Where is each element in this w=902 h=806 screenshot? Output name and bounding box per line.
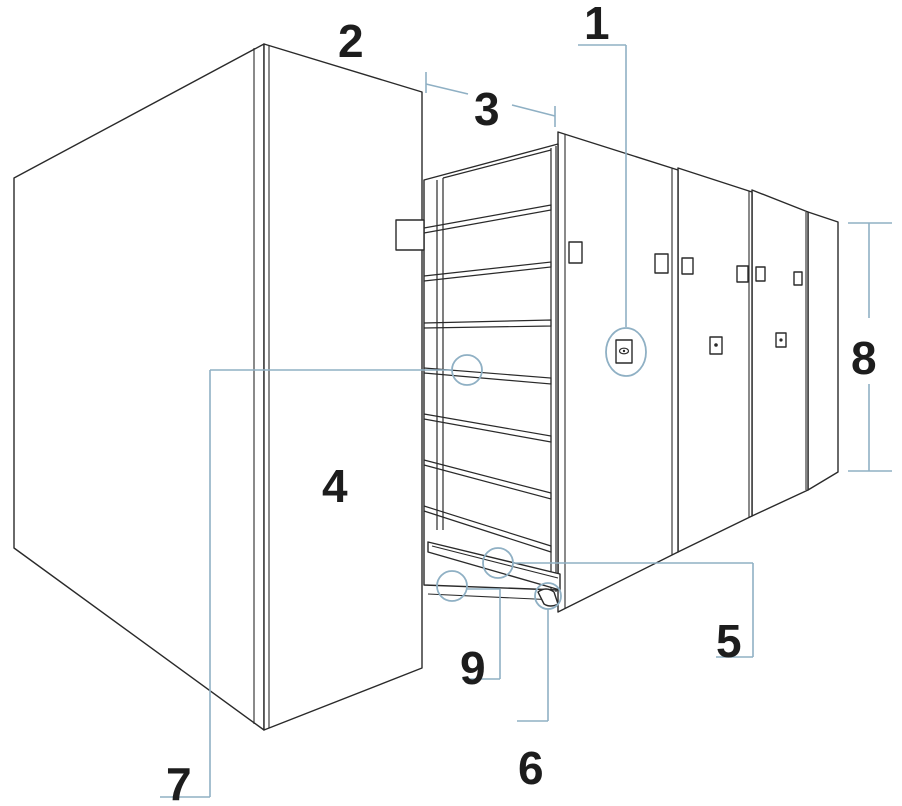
label-holder-icon	[736, 265, 749, 283]
callout-label-4: 4	[322, 460, 348, 512]
callout-label-9: 9	[460, 642, 486, 694]
label-holder-icon	[568, 241, 583, 264]
callout-7-leader	[160, 354, 483, 798]
callout-5-leader	[482, 547, 754, 658]
label-holder-icon	[395, 219, 425, 251]
callout-label-2: 2	[338, 15, 364, 67]
carriage-far-right	[751, 189, 839, 517]
callout-label-3: 3	[474, 83, 500, 135]
label-holder-icon	[793, 271, 803, 286]
label-holder-icon	[681, 257, 694, 275]
wheel-icon	[537, 588, 559, 607]
callout-1-leader	[578, 44, 647, 377]
callout-label-1: 1	[584, 0, 610, 49]
label-holder-icon	[755, 266, 766, 282]
carriage-right	[677, 167, 753, 553]
callout-label-8: 8	[851, 332, 877, 384]
shelving-bay	[423, 143, 561, 607]
label-holder-icon	[654, 253, 669, 274]
callout-label-6: 6	[518, 742, 544, 794]
front-end-panel	[13, 43, 425, 731]
callout-label-7: 7	[166, 758, 192, 801]
callout-9-leader	[436, 570, 501, 680]
dimension-bracket-3	[425, 72, 556, 127]
open-carriage-end-panel	[557, 131, 679, 613]
dimension-bracket-8	[848, 222, 892, 472]
callout-6-leader	[517, 582, 562, 722]
callout-label-5: 5	[716, 615, 742, 667]
